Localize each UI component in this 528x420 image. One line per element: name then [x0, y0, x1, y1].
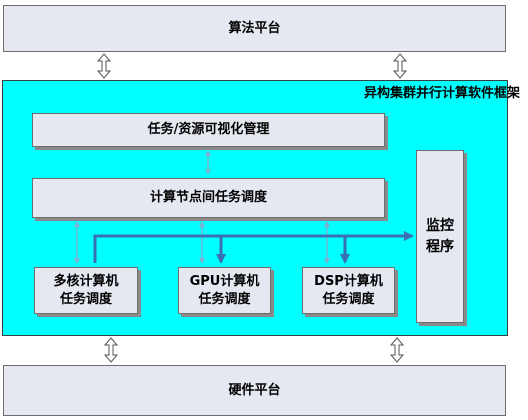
double-arrow-bottom-right — [389, 337, 405, 363]
monitor-program-box: 监控程序 — [416, 150, 464, 323]
double-arrow-bottom-left — [103, 337, 119, 363]
resource-visualization-box: 任务/资源可视化管理 — [32, 113, 385, 147]
dsp-line-2: 任务调度 — [322, 291, 375, 307]
framework-title: 异构集群并行计算软件框架 — [363, 86, 520, 101]
resource-visualization-label: 任务/资源可视化管理 — [147, 122, 270, 138]
hardware-platform-box: 硬件平台 — [3, 365, 506, 416]
double-arrow-top-left — [96, 53, 112, 79]
gpu-scheduling-box: GPU计算机 任务调度 — [178, 267, 271, 314]
inter-node-scheduling-box: 计算节点间任务调度 — [32, 178, 385, 218]
gpu-line-1: GPU计算机 — [189, 273, 260, 289]
monitor-program-label: 监控程序 — [426, 217, 454, 255]
monitor-bus — [93, 231, 414, 264]
double-arrow-top-right — [392, 53, 408, 79]
dsp-line-1: DSP计算机 — [314, 273, 383, 289]
algorithm-platform-box: 算法平台 — [3, 5, 506, 52]
hardware-platform-label: 硬件平台 — [228, 382, 281, 398]
multicore-line-1: 多核计算机 — [53, 273, 119, 289]
multicore-line-2: 任务调度 — [59, 291, 112, 307]
algorithm-platform-label: 算法平台 — [228, 20, 281, 36]
inter-node-scheduling-label: 计算节点间任务调度 — [149, 190, 267, 206]
multicore-scheduling-box: 多核计算机 任务调度 — [34, 267, 138, 314]
gpu-line-2: 任务调度 — [198, 291, 251, 307]
dsp-scheduling-box: DSP计算机 任务调度 — [302, 267, 395, 314]
